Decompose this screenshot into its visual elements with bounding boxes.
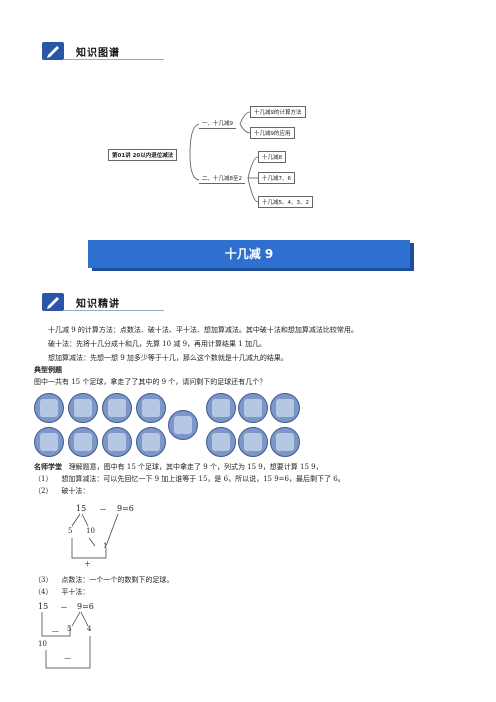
calc2-minus2: — bbox=[64, 654, 71, 662]
mindmap-leaf: 十几减9的应用 bbox=[250, 127, 295, 139]
calc1-a: 15 bbox=[76, 504, 87, 513]
soccer-ball-icon bbox=[238, 393, 268, 423]
method-number: （1） bbox=[34, 475, 53, 483]
balls-group-left bbox=[34, 393, 204, 459]
calc1-s2: 10 bbox=[86, 527, 95, 535]
calc1-rest: 9=6 bbox=[117, 504, 134, 513]
divider bbox=[64, 310, 164, 311]
mindmap-lines bbox=[189, 111, 259, 203]
paragraph: 十几减 9 的计算方法：点数法、破十法、平十法、想加算减法。其中破十法和想加算减… bbox=[48, 326, 358, 334]
calc2-s2: 4 bbox=[87, 625, 92, 633]
soccer-ball-icon bbox=[136, 427, 166, 457]
method-4: （4） 平十法： bbox=[34, 587, 89, 597]
soccer-ball-icon bbox=[34, 427, 64, 457]
soccer-ball-icon bbox=[68, 427, 98, 457]
calc2-a: 15 bbox=[38, 602, 49, 611]
mindmap-leaf: 十几减8 bbox=[258, 151, 286, 163]
calc1-r: 1 bbox=[103, 542, 108, 550]
paragraph: 想加算减法：先想一想 9 加多少等于十几，那么这个数就是十几减九的结果。 bbox=[48, 354, 288, 362]
section-title-knowledge-map: 知识图谱 bbox=[76, 48, 120, 59]
method-text: 平十法： bbox=[61, 588, 90, 596]
soccer-ball-icon bbox=[68, 393, 98, 423]
paragraph: 破十法：先将十几分成十和几，先算 10 减 9，再用计算结果 1 加几。 bbox=[48, 340, 266, 348]
calc2-op: － bbox=[60, 603, 68, 612]
method-text: 点数法：一个一个的数剩下的足球。 bbox=[61, 576, 174, 584]
pencil-icon bbox=[42, 293, 64, 311]
calc1-s1: 5 bbox=[68, 527, 73, 535]
example-question: 图中一共有 15 个足球，拿走了了其中的 9 个，请问剩下的足球还有几个？ bbox=[34, 378, 267, 386]
soccer-ball-icon bbox=[168, 410, 198, 440]
calc1-op: － bbox=[99, 505, 107, 514]
soccer-ball-icon bbox=[238, 427, 268, 457]
teacher-line: 名师学堂 理解题意，图中有 15 个足球，其中拿走了 9 个，列式为 15 9，… bbox=[34, 462, 323, 472]
example-title: 典型例题 bbox=[34, 365, 62, 374]
method-number: （3） bbox=[34, 576, 53, 584]
method-2: （2） 破十法： bbox=[34, 486, 89, 496]
balls-group-right bbox=[206, 393, 306, 459]
mindmap-branch-1: 一、十几减9 bbox=[199, 118, 236, 129]
lesson-banner: 十几减 9 bbox=[88, 240, 410, 268]
method-text: 想加算减法：可以先回忆一下 9 加上谁等于 15，是 6，所以说，15 9=6，… bbox=[61, 475, 345, 483]
mindmap-leaf: 十几减7、6 bbox=[258, 172, 295, 184]
soccer-ball-icon bbox=[206, 393, 236, 423]
soccer-ball-icon bbox=[270, 427, 300, 457]
divider bbox=[64, 59, 164, 60]
soccer-ball-icon bbox=[102, 393, 132, 423]
mindmap-leaf: 十几减5、4、3、2 bbox=[258, 196, 313, 208]
teacher-label: 名师学堂 bbox=[34, 462, 62, 471]
soccer-ball-icon bbox=[102, 427, 132, 457]
soccer-ball-icon bbox=[206, 427, 236, 457]
soccer-ball-icon bbox=[270, 393, 300, 423]
method-text: 破十法： bbox=[61, 487, 90, 495]
method-number: （4） bbox=[34, 588, 53, 596]
method-number: （2） bbox=[34, 487, 53, 495]
soccer-ball-icon bbox=[136, 393, 166, 423]
mindmap-root: 第01讲 20以内退位减法 bbox=[108, 149, 178, 161]
calc2-minus1: — bbox=[52, 627, 59, 635]
section-title-knowledge: 知识精讲 bbox=[76, 299, 120, 310]
calc2-ten: 10 bbox=[38, 640, 47, 648]
method-1: （1） 想加算减法：可以先回忆一下 9 加上谁等于 15，是 6，所以说，15 … bbox=[34, 474, 345, 484]
method-3: （3） 点数法：一个一个的数剩下的足球。 bbox=[34, 575, 173, 585]
calc2-rest: 9=6 bbox=[77, 602, 94, 611]
mindmap-leaf: 十几减9的计算方法 bbox=[250, 106, 306, 118]
calc1-plus: ＋ bbox=[84, 560, 91, 568]
calc2-s1: 5 bbox=[67, 625, 72, 633]
mindmap-branch-2: 二、十几减8至2 bbox=[199, 173, 245, 184]
pencil-icon bbox=[42, 42, 64, 60]
soccer-ball-icon bbox=[34, 393, 64, 423]
teacher-text: 理解题意，图中有 15 个足球，其中拿走了 9 个，列式为 15 9，想要计算 … bbox=[68, 463, 323, 471]
